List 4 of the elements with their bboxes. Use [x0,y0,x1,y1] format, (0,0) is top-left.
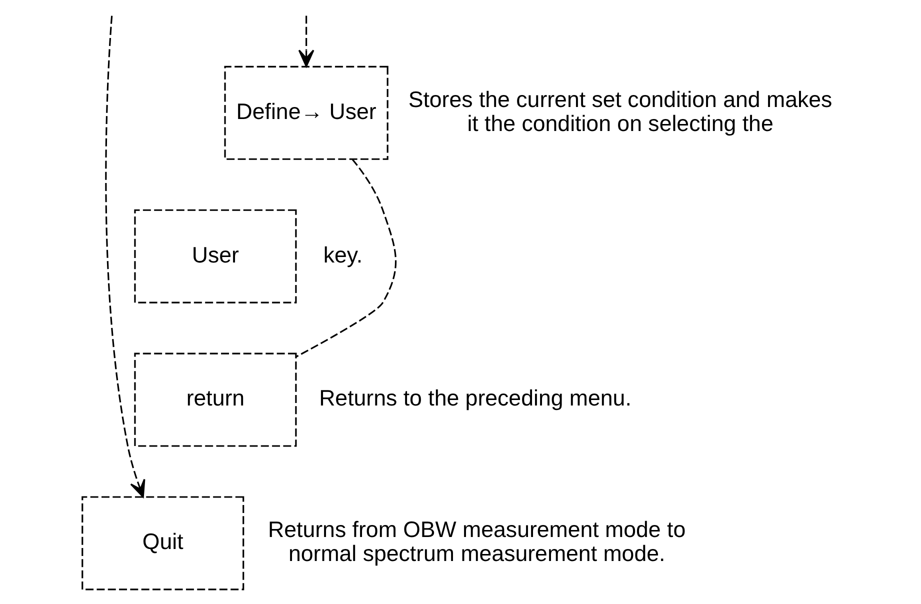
node-label: Returns from OBW measurement mode to normal spectrum measurement mode. [268,517,686,566]
node-label: Returns to the preceding menu. [319,386,632,411]
node-label: Stores the current set condition and makes it the condition on selecting the [408,86,832,136]
node-label: key. [323,242,363,268]
